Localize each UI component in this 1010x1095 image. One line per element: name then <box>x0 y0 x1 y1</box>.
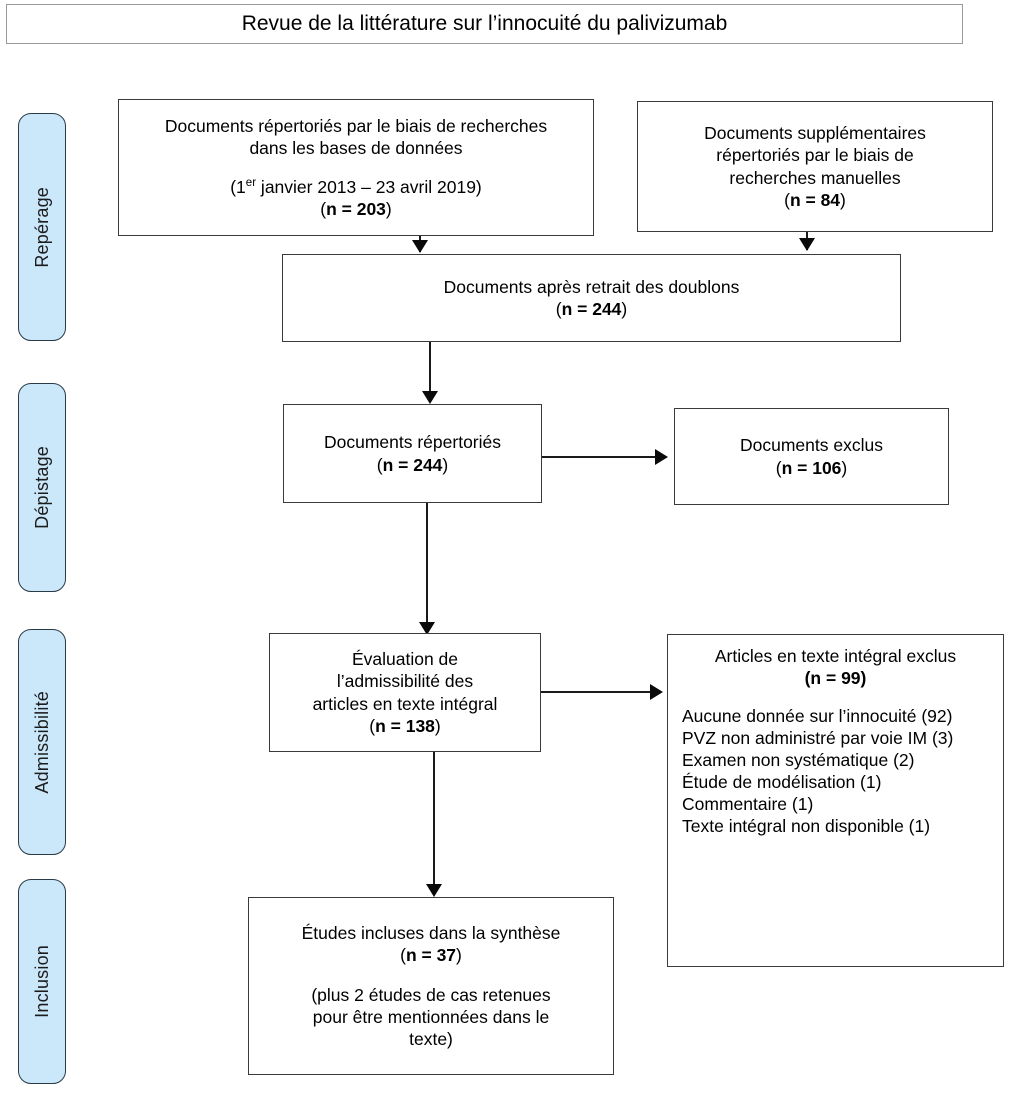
connector-dedup-to-screened-line <box>429 342 431 400</box>
connector-assessed-to-included-line <box>433 752 435 894</box>
screened-count-open: ( <box>376 454 383 475</box>
stage-tab-eligibility: Admissibilité <box>18 629 66 855</box>
stage-label-identification: Repérage <box>31 186 52 268</box>
database-records-date: (1er janvier 2013 – 23 avril 2019) <box>230 176 482 198</box>
additional-records-line2: répertoriés par le biais de <box>716 145 914 166</box>
additional-records-line3: recherches manuelles <box>729 167 901 188</box>
exclusion-reason-item: Étude de modélisation (1) <box>682 772 882 793</box>
connector-screened-to-assessed-arrow <box>419 622 435 635</box>
diagram-title-box: Revue de la littérature sur l’innocuité … <box>6 4 963 44</box>
included-note-line3: texte) <box>409 1029 453 1050</box>
stage-tab-identification: Repérage <box>18 113 66 341</box>
box-screened: Documents répertoriés (n = 244) <box>283 404 542 503</box>
box-included: Études incluses dans la synthèse (n = 37… <box>248 897 614 1075</box>
connector-db-to-dedup-arrow <box>412 240 428 253</box>
database-records-count-value: n = 203 <box>326 198 386 219</box>
fulltext-assessed-count-close: ) <box>434 715 441 736</box>
included-count: (n = 37) <box>400 944 462 966</box>
after-duplicates-count-open: ( <box>555 299 562 319</box>
database-records-date-ordinal: er <box>245 176 257 189</box>
additional-records-count-close: ) <box>840 189 846 210</box>
fulltext-excluded-count: (n = 99) <box>804 668 867 689</box>
database-records-line1: Documents répertoriés par le biais de re… <box>164 116 548 137</box>
fulltext-assessed-line3: articles en texte intégral <box>312 693 498 714</box>
box-after-duplicates: Documents après retrait des doublons (n … <box>282 254 901 342</box>
exclusion-reason-item: Aucune donnée sur l’innocuité (92) <box>682 706 953 727</box>
connector-screened-to-excluded-arrow <box>655 449 668 465</box>
fulltext-assessed-line1: Évaluation de <box>351 649 459 670</box>
stage-tab-screening: Dépistage <box>18 383 66 592</box>
excluded-line1: Documents exclus <box>740 435 883 456</box>
additional-records-line1: Documents supplémentaires <box>704 123 926 144</box>
fulltext-assessed-count-value: n = 138 <box>375 715 435 736</box>
fulltext-assessed-line2: l’admissibilité des <box>336 671 474 692</box>
database-records-count-close: ) <box>385 198 392 219</box>
screened-line1: Documents répertoriés <box>323 432 502 453</box>
connector-assessed-to-ftexcluded-line <box>541 691 654 693</box>
additional-records-count: (n = 84) <box>784 189 846 211</box>
fulltext-excluded-line1: Articles en texte intégral exclus <box>714 646 957 666</box>
connector-manual-to-dedup-arrow <box>799 238 815 251</box>
after-duplicates-count-value: n = 244 <box>561 299 622 319</box>
after-duplicates-count: (n = 244) <box>556 298 628 320</box>
database-records-count-open: ( <box>320 198 327 219</box>
included-count-value: n = 37 <box>405 944 457 965</box>
excluded-count-close: ) <box>841 457 848 478</box>
stage-label-screening: Dépistage <box>31 446 52 529</box>
after-duplicates-count-close: ) <box>621 299 628 319</box>
excluded-count-value: n = 106 <box>781 457 842 478</box>
included-note-line2: pour être mentionnées dans le <box>312 1007 550 1028</box>
exclusion-reason-item: Texte intégral non disponible (1) <box>682 816 931 837</box>
fulltext-assessed-count-open: ( <box>369 715 376 736</box>
after-duplicates-line1: Documents après retrait des doublons <box>443 276 740 297</box>
box-excluded: Documents exclus (n = 106) <box>674 408 949 505</box>
additional-records-count-open: ( <box>784 189 790 210</box>
connector-screened-to-assessed-line <box>426 503 428 632</box>
fulltext-assessed-count: (n = 138) <box>369 715 441 737</box>
stage-label-eligibility: Admissibilité <box>31 690 52 794</box>
database-records-date-prefix: (1 <box>230 176 246 197</box>
box-additional-records: Documents supplémentaires répertoriés pa… <box>637 101 993 232</box>
stage-label-inclusion: Inclusion <box>31 945 52 1018</box>
connector-dedup-to-screened-arrow <box>422 391 438 404</box>
database-records-count: (n = 203) <box>320 198 392 220</box>
additional-records-count-value: n = 84 <box>789 189 841 210</box>
screened-count-value: n = 244 <box>382 454 443 475</box>
exclusion-reason-item: Commentaire (1) <box>682 794 814 815</box>
included-line1: Études incluses dans la synthèse <box>301 922 561 943</box>
connector-screened-to-excluded-line <box>542 456 660 458</box>
exclusion-reason-item: Examen non systématique (2) <box>682 750 915 771</box>
included-count-open: ( <box>400 944 406 965</box>
connector-assessed-to-included-arrow <box>426 884 442 897</box>
included-note-line1: (plus 2 études de cas retenues <box>311 984 551 1005</box>
database-records-line2: dans les bases de données <box>249 138 463 159</box>
included-count-close: ) <box>456 944 462 965</box>
box-fulltext-excluded: Articles en texte intégral exclus (n = 9… <box>667 634 1004 967</box>
box-database-records: Documents répertoriés par le biais de re… <box>118 99 594 236</box>
database-records-date-suffix: janvier 2013 – 23 avril 2019) <box>256 176 482 197</box>
screened-count: (n = 244) <box>377 454 449 476</box>
excluded-count-open: ( <box>775 457 782 478</box>
screened-count-close: ) <box>442 454 449 475</box>
exclusion-reason-item: PVZ non administré par voie IM (3) <box>682 728 954 749</box>
connector-assessed-to-ftexcluded-arrow <box>650 684 663 700</box>
stage-tab-inclusion: Inclusion <box>18 879 66 1084</box>
excluded-count: (n = 106) <box>776 457 848 479</box>
box-fulltext-assessed: Évaluation de l’admissibilité des articl… <box>269 633 541 752</box>
page-title: Revue de la littérature sur l’innocuité … <box>241 12 728 36</box>
